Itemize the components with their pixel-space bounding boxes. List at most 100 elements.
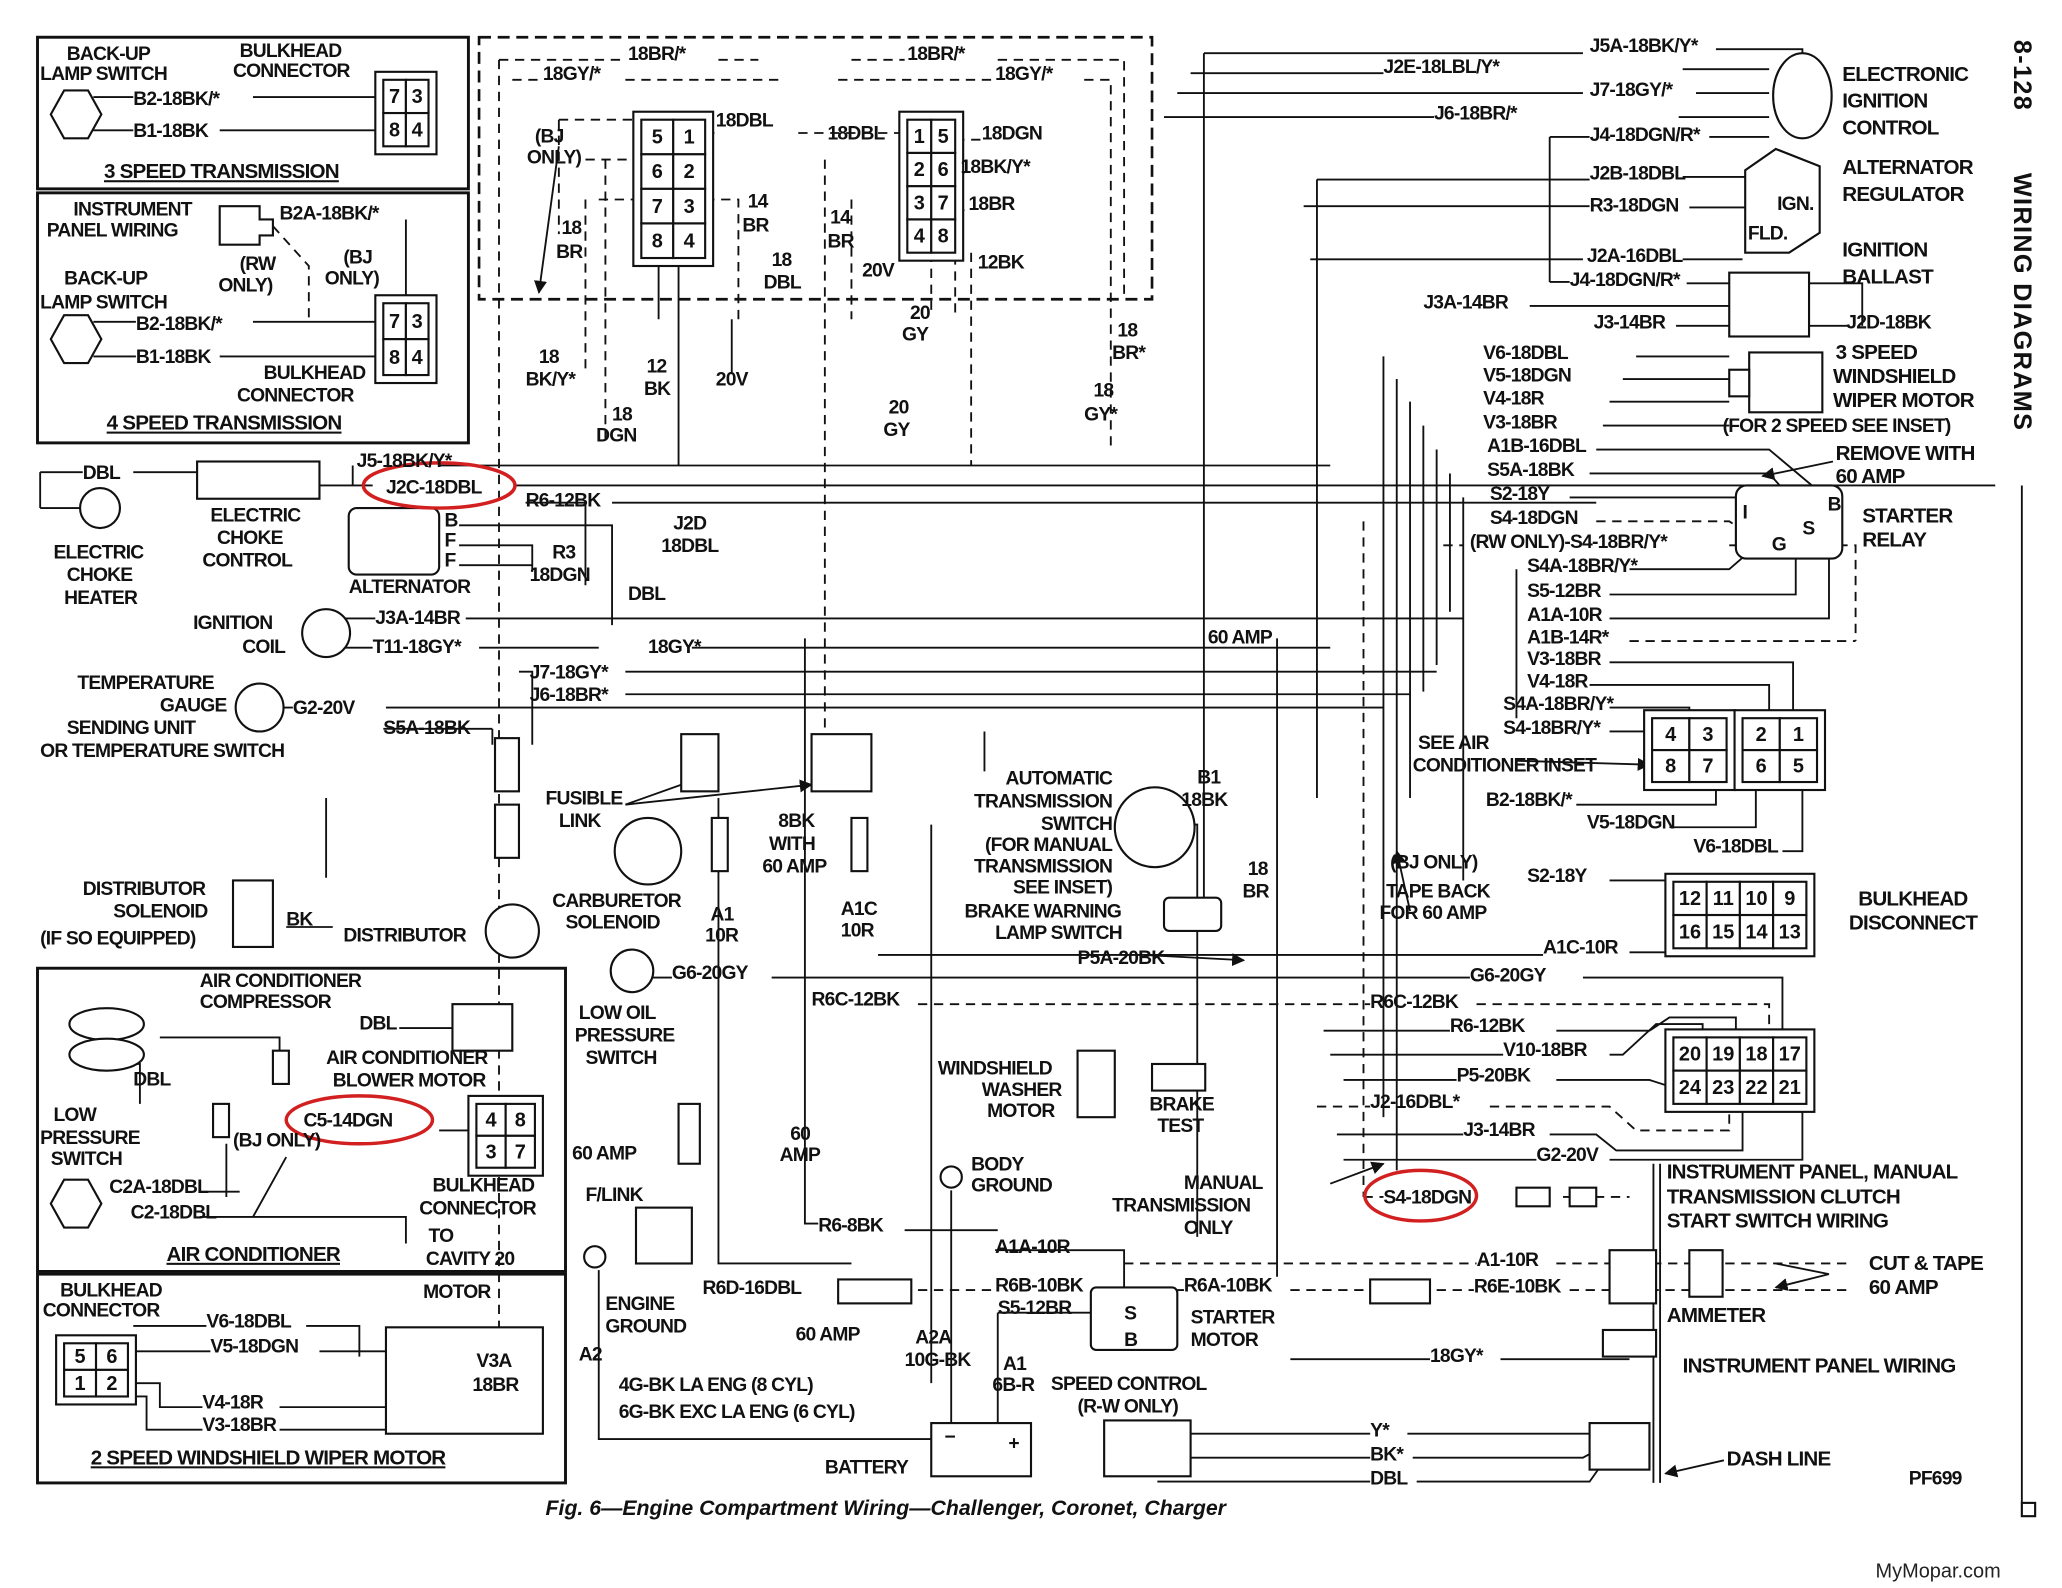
label: CONNECTOR [43,1301,161,1322]
wire-label: BR* [1112,343,1146,364]
label: DASH LINE [1727,1448,1831,1471]
label: (FOR MANUAL [985,835,1113,856]
pin-number: 23 [1712,1077,1734,1099]
pin-number: 21 [1779,1077,1801,1099]
wire-label: 4G-BK LA ENG (8 CYL) [619,1375,814,1396]
wire-label: J2D-18BK [1846,313,1932,334]
wire-label: S2-18Y [1490,484,1550,505]
wire-label: S2-18Y [1527,866,1587,887]
wire-label: V3-18BR [1483,412,1558,433]
wire-label: J3A-14BR [1423,293,1509,314]
wire-label: V4-18R [1527,672,1588,693]
wire-label: A1-10R [1477,1250,1539,1271]
label: BATTERY [825,1458,909,1479]
pin-number: 6 [1756,756,1767,778]
label: SOLENOID [566,912,661,933]
pin-number: 4 [412,119,423,141]
label: CONTROL [1842,116,1939,139]
pin-number: 4 [412,347,423,369]
label: DISTRIBUTOR [83,879,206,900]
label: (BJ [535,126,564,147]
label: CONDITIONER INSET [1413,755,1597,776]
wire-label: DBL [359,1013,397,1034]
wire-label: 18 [1117,320,1138,341]
label: IGN. [1777,194,1814,215]
label: LAMP SWITCH [995,923,1122,944]
wire-label: 10R [705,926,739,947]
ignition-coil-icon [301,608,352,659]
pin-number: 13 [1779,921,1801,943]
wire-label: V5-18DGN [1483,366,1571,387]
wire-label: R6C-12BK [812,989,901,1010]
pin-number: 7 [652,196,663,218]
wire-label: R6B-10BK [995,1275,1084,1296]
wire-label: V3A [476,1351,512,1372]
wire-label: B2-18BK/* [1486,790,1573,811]
label: ELECTRIC [210,505,301,526]
pin-number: 8 [938,226,949,248]
backup-lamp-switch-icon [49,89,103,140]
fuse-link-icon [634,1206,693,1265]
pin-number: 3 [1702,724,1713,746]
alternator-regulator-icon [1744,147,1821,254]
wire-label: 6B-R [992,1375,1035,1396]
wire-label: 20V [862,261,895,282]
label: INSTRUMENT PANEL, MANUAL [1667,1160,1958,1183]
pin-number: 5 [652,127,663,149]
wire-label: A1A-10R [1527,605,1603,626]
wire-label: A1 [1003,1354,1027,1375]
connector-cavity [1772,1069,1808,1105]
label: SWITCH [1041,814,1112,835]
wire-label: J6-18BR/* [1434,104,1518,125]
wire-label: C2A-18DBL [109,1177,209,1198]
connector-cavity [1688,717,1728,752]
wire-label: J7-18GY/* [1590,80,1674,101]
pin-number: 3 [412,311,423,333]
battery-icon [930,1422,1033,1478]
wire-label: R6-12BK [526,491,602,512]
label: SEE AIR [1418,733,1490,754]
connector-cavity [1672,913,1708,950]
fusible-link-icon [680,733,720,793]
wire-label: 12 [647,356,667,377]
wire-label: B2-18BK/* [136,314,223,335]
wire-label: 18DBL [716,110,774,131]
pin-number: 24 [1679,1077,1701,1099]
carburetor-solenoid-icon [613,816,683,886]
pin-number: 8 [1665,756,1676,778]
wire-label: GY [902,324,929,345]
wire-label: GY* [1084,404,1118,425]
wire-label: 6G-BK EXC LA ENG (6 CYL) [619,1402,855,1423]
connector-cavity [63,1368,98,1398]
label: START SWITCH WIRING [1667,1210,1888,1233]
label: CARBURETOR [552,891,682,912]
label: TRANSMISSION [974,856,1112,877]
engine-ground-icon [583,1245,607,1269]
label: LAMP SWITCH [40,64,167,85]
wire-label: DBL [764,273,802,294]
distributor-icon [484,903,540,959]
label: SEE INSET) [1013,878,1112,899]
wire-label: 60 [790,1124,810,1145]
wire-label: J2A-16DBL [1587,246,1684,267]
wire-label: 18DGN [530,565,590,586]
inset-title: 3 SPEED TRANSMISSION [104,160,339,183]
wire-label: 18 [612,404,633,425]
label: IGNITION [1842,239,1927,262]
label: DISTRIBUTOR [343,926,466,947]
label: ONLY) [527,148,582,169]
connector-cavity [1651,749,1691,784]
connector-cavity [404,338,430,377]
connector-cavity [504,1134,536,1169]
fusible-link-icon [810,733,873,793]
wire-label: BR [1242,882,1269,903]
connector-cavity [1741,749,1781,784]
label: (FOR 2 SPEED SEE INSET) [1723,416,1951,437]
label: F [444,531,456,552]
label: SWITCH [51,1149,122,1170]
wire-label: R6-8BK [818,1216,884,1237]
label: CONNECTOR [419,1198,537,1219]
pin-number: 6 [938,159,949,181]
label: STARTER [1191,1307,1276,1328]
label: WINDSHIELD [938,1059,1053,1080]
